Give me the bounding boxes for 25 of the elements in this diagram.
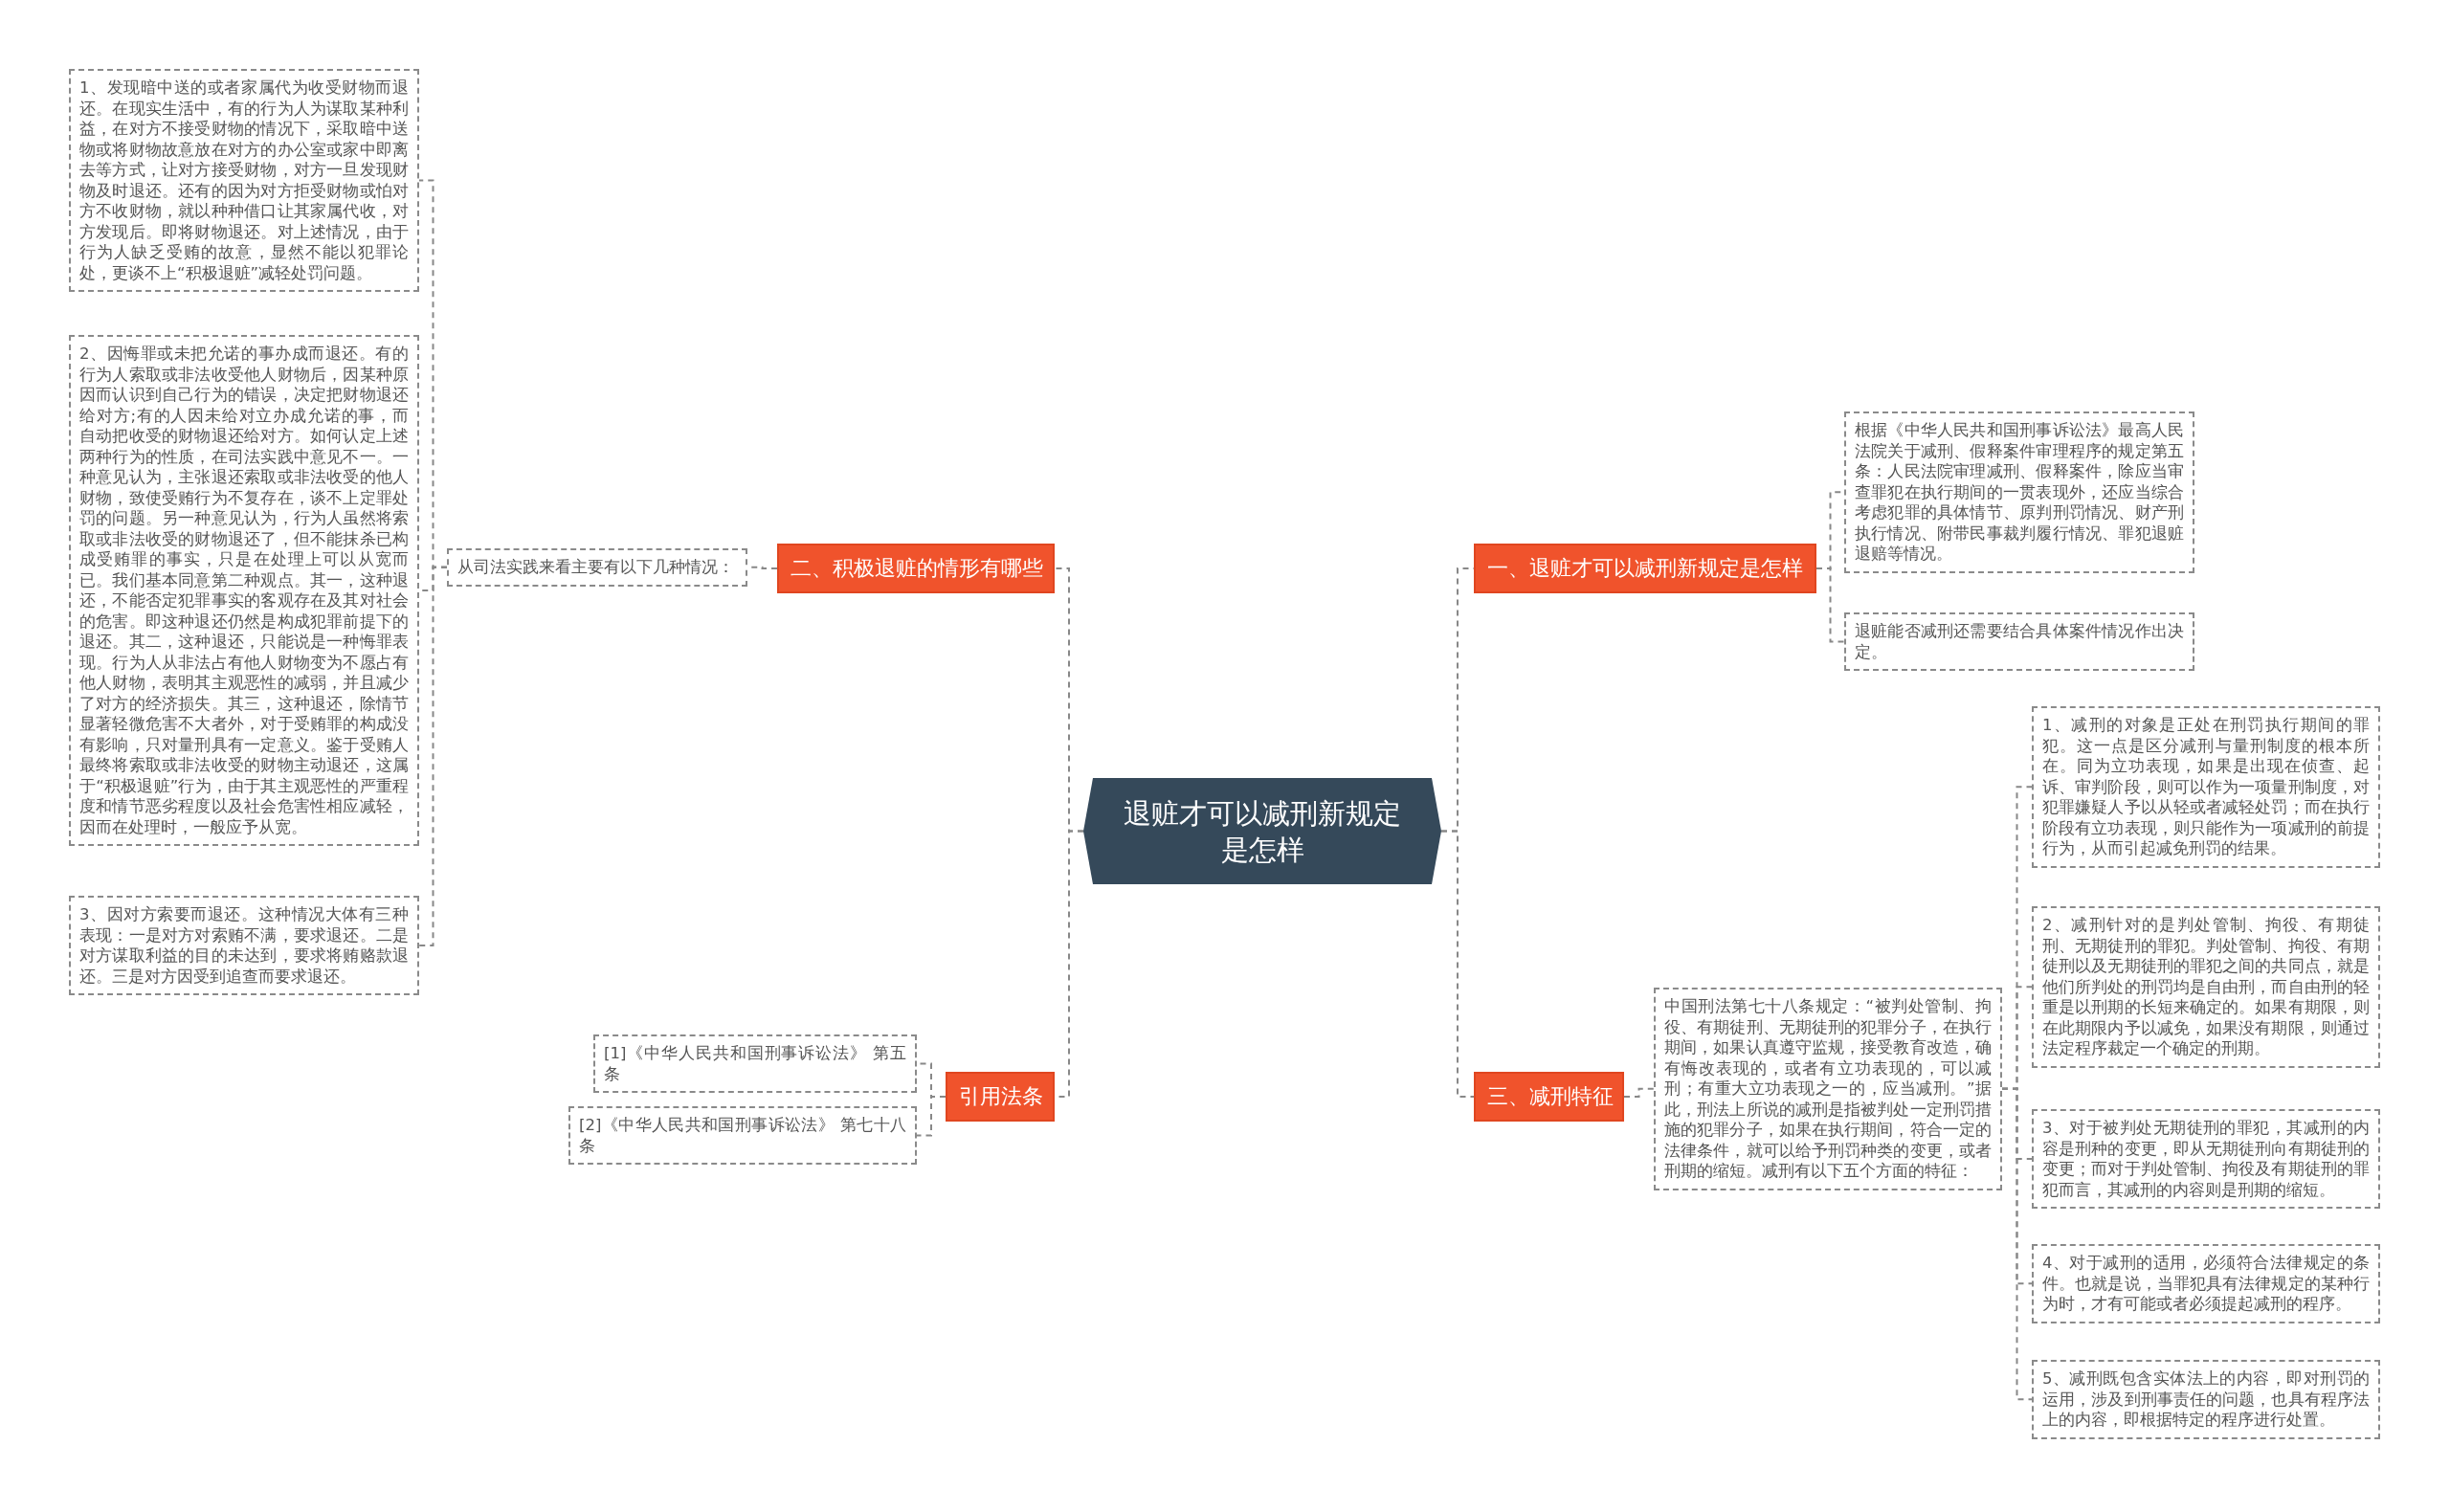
note-box: 退赃能否减刑还需要结合具体案件情况作出决定。: [1844, 612, 2194, 671]
topic-box: 一、退赃才可以减刑新规定是怎样: [1474, 544, 1816, 593]
connector-line: [2001, 1087, 2033, 1401]
topic-box: 三、减刑特征: [1474, 1072, 1624, 1122]
central-topic: 退赃才可以减刑新规定是怎样: [1083, 778, 1441, 884]
note-box: 2、因悔罪或未把允诺的事办成而退还。有的行为人索取或非法收受他人财物后，因某种原因而认识到自己行为的错误，决定把财物退还给对方;有的人因未给对立办成允诺的事，而自动把收受的财物退还给对方。如何认定上述两种行为的性质，在司法实践中意见不一。一种意见认为，主张退还索取或非法收受的他人财物，致使受贿行为不复存在，谈不上定罪处罚的问题。另一种意见认为，行为人虽然将索取或非法收受的财物退还了，但不能抹杀已构成受贿罪的事实，只是在处理上可以从宽而已。我们基本同意第二种观点。其一，这种退还，不能否定犯罪事实的客观存在及其对社会的危害。即这种退还仍然是构成犯罪前提下的退还。其二，这种退还，只能说是一种悔罪表现。行为人从非法占有他人财物变为不愿占有他人财物，表明其主观恶性的减弱，并且减少了对方的经济损失。其三，这种退还，除情节显著轻微危害不大者外，对于受贿罪的构成没有影响，只对量刑具有一定意义。鉴于受贿人最终将索取或非法收受的财物主动退还，这属于“积极退赃”行为，由于其主观恶性的严重程度和情节恶劣程度以及社会危害性相应减轻，因而在处理时，一般应予从宽。: [69, 335, 419, 846]
note-box: 4、对于减刑的适用，必须符合法律规定的条件。也就是说，当罪犯具有法律规定的某种行为时，才有可能或者必须提起减刑的程序。: [2032, 1244, 2380, 1323]
note-box: 3、对于被判处无期徒刑的罪犯，其减刑的内容是刑种的变更，即从无期徒刑向有期徒刑的变更；而对于判处管制、拘役及有期徒刑的罪犯而言，其减刑的内容则是刑期的缩短。: [2032, 1109, 2380, 1209]
topic-box: 引用法条: [946, 1072, 1055, 1122]
note-box: 1、发现暗中送的或者家属代为收受财物而退还。在现实生活中，有的行为人为谋取某种利益，在对方不接受财物的情况下，采取暗中送物或将财物故意放在对方的办公室或家中即离去等方式，让对方接受财物，对方一旦发现财物及时退还。还有的因为对方拒受财物或怕对方不收财物，就以种种借口让其家属代收，对方发现后。即将财物退还。对上述情况，由于行为人缺乏受贿的故意，显然不能以犯罪论处，更谈不上“积极退赃”减轻处罚问题。: [69, 69, 419, 292]
note-box: 3、因对方索要而退还。这种情况大体有三种表现：一是对方对索贿不满，要求退还。二是对方谋取利益的目的未达到，要求将贿赂款退还。三是对方因受到追查而要求退还。: [69, 896, 419, 995]
note-box: 5、减刑既包含实体法上的内容，即对刑罚的运用，涉及到刑事责任的问题，也具有程序法上的内容，即根据特定的程序进行处置。: [2032, 1360, 2380, 1439]
note-box: 从司法实践来看主要有以下几种情况：: [447, 548, 747, 587]
connector-line: [418, 566, 448, 946]
note-box: 中国刑法第七十八条规定：“被判处管制、拘役、有期徒刑、无期徒刑的犯罪分子，在执行期间，如果认真遵守监规，接受教育改造，确有悔改表现的，或者有立功表现的，可以减刑；有重大立功表现之一的，应当减刑。”据此，刑法上所说的减刑是指被判处一定刑罚措施的犯罪分子，如果在执行期间，符合一定的法律条件，就可以给予刑罚种类的变更，或者刑期的缩短。减刑有以下五个方面的特征：: [1654, 988, 2002, 1190]
note-box: [2]《中华人民共和国刑事诉讼法》 第七十八条: [568, 1106, 917, 1165]
connector-line: [916, 1096, 947, 1137]
connector-line: [1815, 567, 1845, 643]
note-box: 2、减刑针对的是判处管制、拘役、有期徒刑、无期徒刑的罪犯。判处管制、拘役、有期徒刑以及无期徒刑的罪犯之间的共同点，就是他们所判处的刑罚均是自由刑，而自由刑的轻重是以刑期的长短来确定的。如果有期限，则在此期限内予以减免，如果没有期限，则通过法定程序裁定一个确定的刑期。: [2032, 906, 2380, 1068]
topic-box: 二、积极退赃的情形有哪些: [777, 544, 1055, 593]
connector-line: [1440, 830, 1475, 1098]
note-box: [1]《中华人民共和国刑事诉讼法》 第五条: [593, 1034, 917, 1093]
connector-line: [1623, 1087, 1655, 1098]
note-box: 1、减刑的对象是正处在刑罚执行期间的罪犯。这一点是区分减刑与量刑制度的根本所在。同为立功表现，如果是出现在侦查、起诉、审判阶段，则可以作为一项量刑制度，对犯罪嫌疑人予以从轻或者减轻处罚；而在执行阶段有立功表现，则只能作为一项减刑的前提行为，从而引起减免刑罚的结果。: [2032, 706, 2380, 868]
note-box: 根据《中华人民共和国刑事诉讼法》最高人民法院关于减刑、假释案件审理程序的规定第五条：人民法院审理减刑、假释案件，除应当审查罪犯在执行期间的一贯表现外，还应当综合考虑犯罪的具体情节、原判刑罚情况、财产刑执行情况、附带民事裁判履行情况、罪犯退赃退赔等情况。: [1844, 411, 2194, 573]
